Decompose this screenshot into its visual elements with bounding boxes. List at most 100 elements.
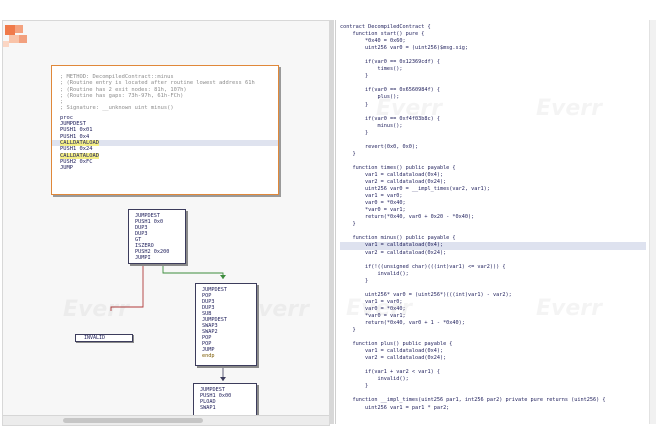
- code-line[interactable]: function plus() public payable {: [340, 341, 453, 348]
- code-line[interactable]: if(var0 == 0xf4f03b8c) {: [340, 115, 440, 122]
- code-vertical-scrollbar[interactable]: [649, 20, 656, 424]
- code-line[interactable]: [340, 334, 646, 341]
- watermark: Everr: [536, 296, 602, 321]
- code-line[interactable]: var2 = calldataload(0x24);: [340, 355, 447, 362]
- code-line[interactable]: uint256 var0 = __impl_times(var2, var1);: [340, 186, 490, 193]
- opcode: JUMPDEST: [202, 287, 227, 293]
- opcode: JUMPDEST: [135, 213, 160, 219]
- watermark: Everr: [346, 296, 412, 321]
- code-line[interactable]: revert(0x0, 0x0);: [340, 143, 419, 150]
- opcode: PUSH2 0x200: [135, 249, 170, 255]
- opcode-highlighted: CALLDATALOAD: [60, 152, 99, 159]
- code-line[interactable]: [340, 109, 646, 116]
- code-line[interactable]: var1 = var0;: [340, 298, 403, 305]
- code-line[interactable]: }: [340, 73, 369, 80]
- code-line[interactable]: uint256* var0 = (uint256*)(((int)var1) -…: [340, 291, 512, 298]
- opcode: JUMP: [60, 165, 73, 172]
- opcode: PUSH1 0x00: [200, 393, 232, 399]
- code-line[interactable]: [340, 80, 646, 87]
- pane-splitter[interactable]: [330, 20, 334, 424]
- code-line[interactable]: var1 = calldataload(0x4);: [340, 348, 444, 355]
- code-line[interactable]: var1 = var0;: [340, 193, 403, 200]
- node-comment: ; Signature: __unknown uint minus(): [60, 105, 174, 112]
- code-line[interactable]: if(var0 == 0x12369cdf) {: [340, 59, 440, 66]
- code-line[interactable]: }: [340, 327, 356, 334]
- opcode: PUSH1 0x4: [60, 133, 90, 140]
- graph-view[interactable]: Everr Everr Everr ; METHOD: DecompiledCo…: [2, 20, 330, 426]
- opcode: DUP3: [202, 305, 215, 311]
- code-line[interactable]: var0 = *0x40;: [340, 305, 406, 312]
- watermark: Everr: [536, 96, 602, 121]
- opcode: JUMPI: [135, 255, 151, 261]
- watermark: Everr: [376, 96, 442, 121]
- code-line[interactable]: if(!((unsigned char)(((int)var1) <= var2…: [340, 263, 506, 270]
- code-line[interactable]: [340, 228, 646, 235]
- decompiled-code-view[interactable]: Everr Everr Everr Everr contract Decompi…: [335, 20, 656, 424]
- code-line[interactable]: contract DecompiledContract {: [340, 24, 431, 30]
- code-line[interactable]: }: [340, 277, 369, 284]
- node-comment: ; (Routine entry is located after routin…: [60, 80, 255, 87]
- code-line[interactable]: var1 = calldataload(0x4);: [340, 171, 444, 178]
- code-line[interactable]: invalid();: [340, 270, 409, 277]
- code-line[interactable]: var0 = *0x40;: [340, 200, 406, 207]
- code-line[interactable]: }: [340, 150, 356, 157]
- code-line[interactable]: *var0 = var1;: [340, 207, 406, 214]
- opcode: PLOAD: [200, 399, 216, 405]
- opcode: GT: [135, 237, 142, 243]
- code-line[interactable]: [340, 390, 646, 397]
- code-line[interactable]: var2 = calldataload(0x24);: [340, 249, 447, 256]
- opcode: proc: [60, 114, 73, 121]
- opcode: endp: [202, 353, 215, 359]
- opcode: DUP3: [135, 231, 148, 237]
- code-line[interactable]: }: [340, 383, 369, 390]
- code-line[interactable]: function times() public payable {: [340, 164, 456, 171]
- code-line[interactable]: plus();: [340, 94, 400, 101]
- code-line[interactable]: [340, 257, 646, 264]
- code-line[interactable]: if(var0 == 0x6560984f) {: [340, 87, 440, 94]
- code-line[interactable]: *0x40 = 0x60;: [340, 38, 406, 45]
- scrollbar-thumb[interactable]: [63, 418, 203, 423]
- code-line[interactable]: function start() pure {: [340, 31, 425, 38]
- code-line[interactable]: if(var1 + var2 < var1) {: [340, 369, 440, 376]
- graph-node-b[interactable]: JUMPDEST POP DUP3 DUP3 SUB JUMPDEST SWAP…: [195, 283, 257, 366]
- opcode-highlighted-line[interactable]: CALLDATALOAD: [52, 139, 278, 147]
- code-line[interactable]: [340, 362, 646, 369]
- code-line[interactable]: }: [340, 221, 356, 228]
- code-lines: contract DecompiledContract { function s…: [340, 24, 646, 412]
- opcode: POP: [202, 341, 212, 347]
- code-line[interactable]: return(*0x40, var0 + 1 - *0x40);: [340, 319, 465, 326]
- node-comment: ; METHOD: DecompiledContract::minus: [60, 74, 174, 80]
- opcode: SWAP2: [202, 329, 218, 335]
- code-line-highlighted[interactable]: var1 = calldataload(0x4);: [340, 242, 646, 250]
- code-line[interactable]: uint256 var0 = (uint256)$msg.sig;: [340, 45, 469, 52]
- code-line[interactable]: [340, 158, 646, 165]
- code-line[interactable]: invalid();: [340, 376, 409, 383]
- graph-horizontal-scrollbar[interactable]: [3, 415, 329, 425]
- code-line[interactable]: var2 = calldataload(0x24);: [340, 179, 447, 186]
- code-line[interactable]: [340, 137, 646, 144]
- opcode: SWAP1: [200, 405, 216, 411]
- opcode: SWAP3: [202, 323, 218, 329]
- code-line[interactable]: function __impl_times(uint256 par1, int2…: [340, 397, 606, 404]
- code-line[interactable]: minus();: [340, 122, 403, 129]
- code-line[interactable]: return(*0x40, var0 + 0x20 - *0x40);: [340, 214, 475, 221]
- graph-node-a[interactable]: JUMPDEST PUSH1 0x0 DUP3 DUP3 GT ISZERO P…: [128, 209, 186, 264]
- code-line[interactable]: [340, 52, 646, 59]
- code-line[interactable]: times();: [340, 66, 403, 73]
- code-line[interactable]: uint256 var1 = par1 * par2;: [340, 404, 450, 411]
- opcode: JUMP: [202, 347, 215, 353]
- code-line[interactable]: }: [340, 101, 369, 108]
- graph-node-entry[interactable]: ; METHOD: DecompiledContract::minus ; (R…: [51, 65, 279, 195]
- opcode: JUMPDEST: [200, 387, 225, 393]
- graph-node-c[interactable]: JUMPDEST PUSH1 0x00 PLOAD SWAP1: [193, 383, 257, 419]
- opcode: POP: [202, 335, 212, 341]
- code-line[interactable]: [340, 285, 646, 292]
- graph-node-invalid[interactable]: INVALID: [75, 334, 133, 342]
- code-line[interactable]: }: [340, 129, 369, 136]
- code-line[interactable]: function minus() public payable {: [340, 235, 456, 242]
- node-comment: ; (Routine has gaps: 73h-97h, 61h-FCh): [60, 92, 184, 99]
- opcode: PUSH1 0x0: [135, 219, 164, 225]
- code-line[interactable]: *var0 = var1;: [340, 312, 406, 319]
- app-logo-icon: [3, 21, 31, 49]
